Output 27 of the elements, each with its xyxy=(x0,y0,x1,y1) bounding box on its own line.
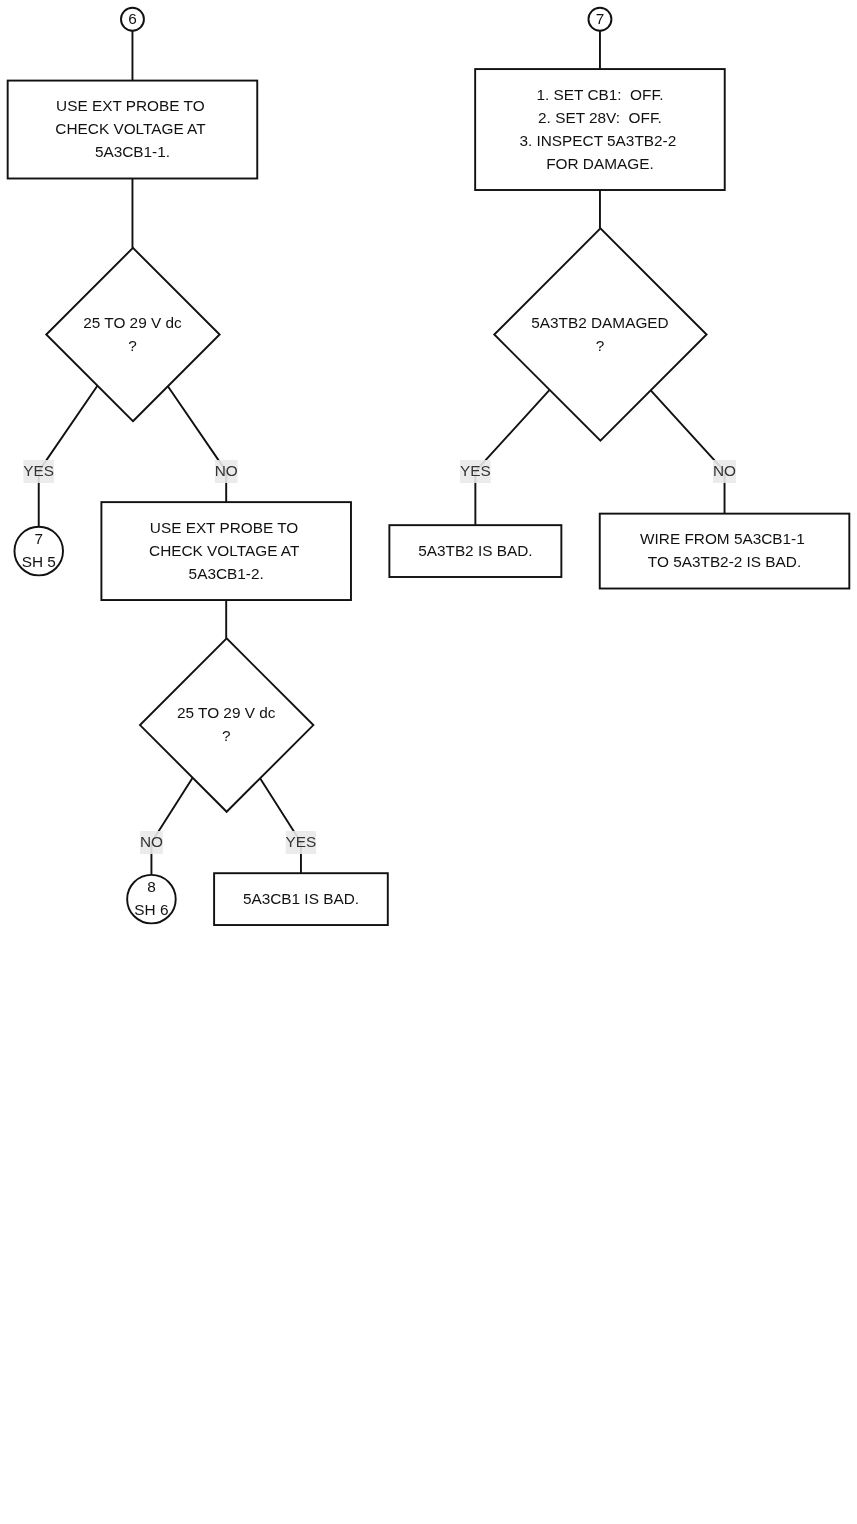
node-diamond: 25 TO 29 V dc ? xyxy=(44,246,221,423)
node-circle: 7 xyxy=(587,6,613,32)
connector xyxy=(225,599,228,640)
edge-label: YES xyxy=(285,833,317,851)
node-circle: 8 SH 6 xyxy=(126,873,177,925)
connector xyxy=(166,385,228,504)
connector xyxy=(150,777,194,876)
connector xyxy=(599,189,601,230)
node-circle: 7 SH 5 xyxy=(13,525,64,577)
node-diamond: 5A3TB2 DAMAGED ? xyxy=(492,227,708,443)
connector xyxy=(131,177,134,249)
node-diamond: 25 TO 29 V dc ? xyxy=(138,637,315,814)
edge-label: NO xyxy=(713,462,737,480)
node-box: USE EXT PROBE TO CHECK VOLTAGE AT 5A3CB1-2. xyxy=(100,501,352,601)
edge-label: NO xyxy=(214,462,238,480)
edge-label: YES xyxy=(460,462,491,480)
node-box: WIRE FROM 5A3CB1-1 TO 5A3TB2-2 IS BAD. xyxy=(598,512,851,590)
node-box: 5A3TB2 IS BAD. xyxy=(388,524,563,578)
node-box: 5A3CB1 IS BAD. xyxy=(213,872,389,926)
connector xyxy=(649,389,726,515)
node-box: USE EXT PROBE TO CHECK VOLTAGE AT 5A3CB1-1. xyxy=(6,79,259,180)
edge-label: NO xyxy=(139,833,163,851)
node-circle: 6 xyxy=(120,6,145,32)
connector xyxy=(599,29,601,71)
node-box: 1. SET CB1: OFF. 2. SET 28V: OFF. 3. INSPECT 5A3TB2-2 FOR DAMAGE. xyxy=(474,68,726,191)
edge-label: YES xyxy=(23,462,55,480)
connector xyxy=(131,29,134,82)
